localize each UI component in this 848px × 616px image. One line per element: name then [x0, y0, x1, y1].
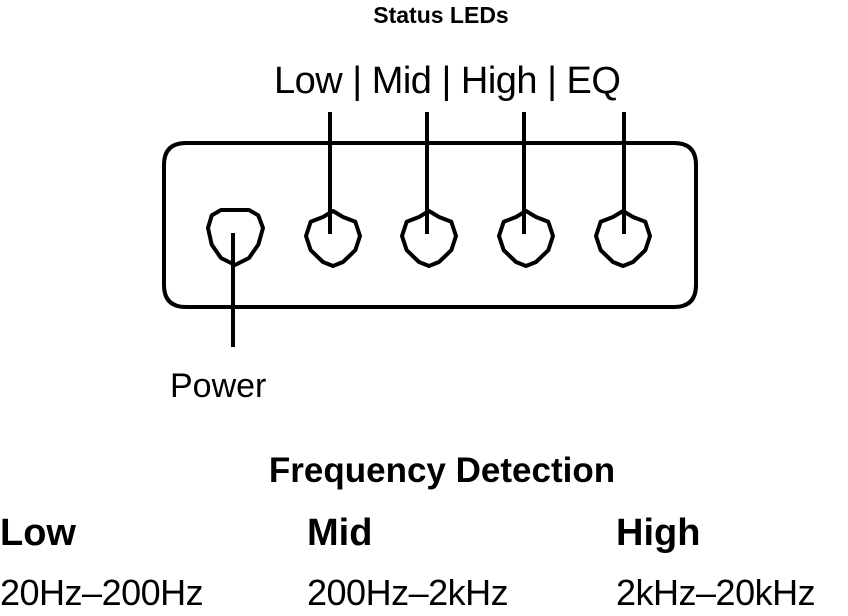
- band-high: High 2kHz–20kHz: [616, 508, 816, 616]
- band-mid: Mid 200Hz–2kHz: [307, 508, 509, 616]
- led-indicator-labels: Low | Mid | High | EQ: [274, 60, 621, 102]
- led-high: [497, 209, 555, 268]
- band-high-range: 2kHz–20kHz: [616, 572, 816, 613]
- led-mid: [400, 209, 458, 268]
- band-low: Low 20Hz–200Hz: [0, 508, 204, 616]
- band-mid-range: 200Hz–2kHz: [307, 572, 509, 613]
- power-led: [206, 208, 265, 267]
- band-high-name: High: [616, 512, 701, 554]
- power-label: Power: [170, 367, 267, 405]
- band-mid-name: Mid: [307, 512, 373, 554]
- status-leds-title: Status LEDs: [373, 2, 509, 28]
- band-low-range: 20Hz–200Hz: [0, 572, 204, 613]
- led-low: [304, 209, 362, 268]
- led-eq: [594, 209, 652, 268]
- device-panel: [162, 141, 698, 309]
- frequency-detection-title: Frequency Detection: [268, 451, 616, 490]
- band-low-name: Low: [0, 512, 76, 554]
